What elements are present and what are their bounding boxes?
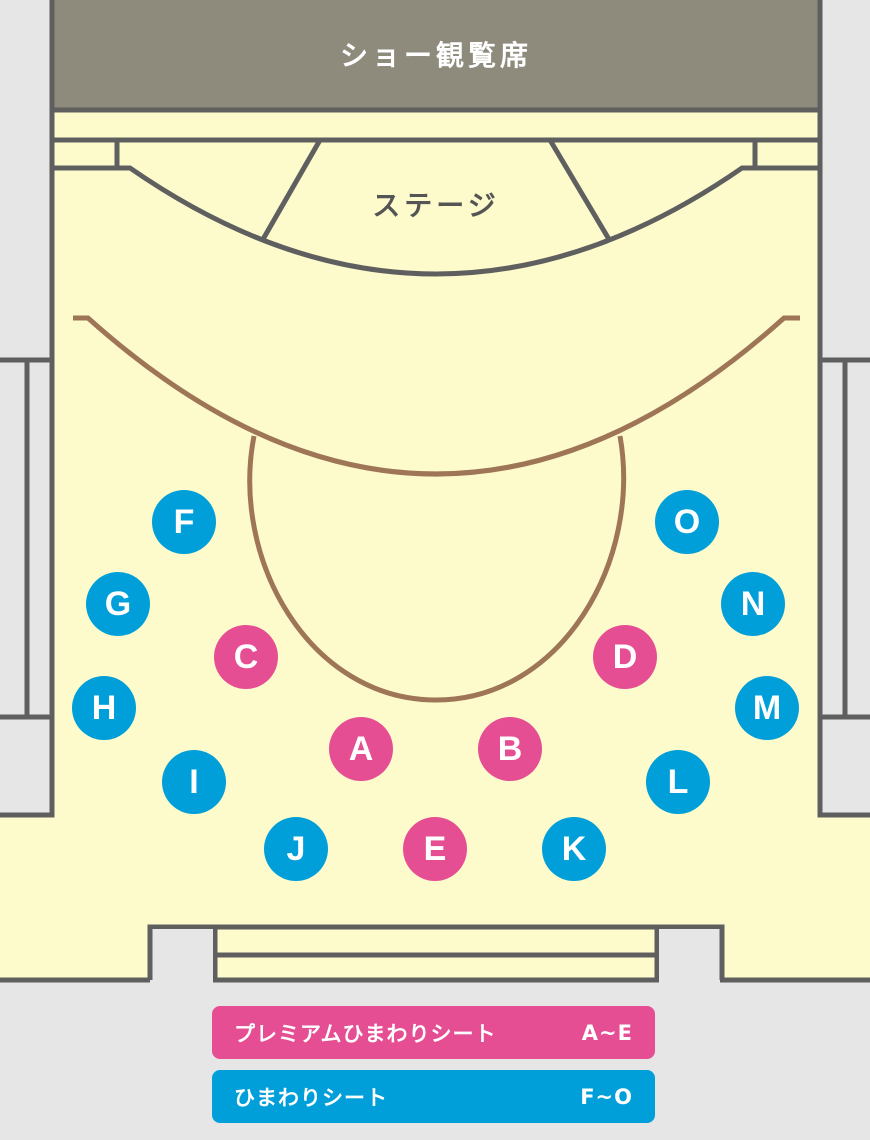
- seat-d[interactable]: D: [593, 625, 657, 689]
- walkway-oval: [247, 435, 627, 703]
- seat-k[interactable]: K: [542, 817, 606, 881]
- floor: [0, 0, 870, 980]
- seat-c[interactable]: C: [214, 625, 278, 689]
- legend-standard-range: F~O: [580, 1084, 633, 1109]
- seat-e[interactable]: E: [403, 817, 467, 881]
- side-door-left: [0, 357, 52, 720]
- seat-h[interactable]: H: [72, 676, 136, 740]
- seat-n[interactable]: N: [721, 572, 785, 636]
- walkway-arc: [73, 315, 800, 477]
- seat-o[interactable]: O: [655, 490, 719, 554]
- stage-edge: [117, 165, 755, 277]
- side-door-right: [820, 357, 870, 720]
- legend-premium: プレミアムひまわりシート A~E: [212, 1006, 655, 1059]
- legend-premium-name: プレミアムひまわりシート: [234, 1021, 497, 1046]
- legend-standard-name: ひまわりシート: [234, 1085, 388, 1110]
- seat-f[interactable]: F: [152, 490, 216, 554]
- seat-m[interactable]: M: [735, 676, 799, 740]
- show-seating-label: ショー観覧席: [339, 39, 532, 72]
- seat-g[interactable]: G: [86, 572, 150, 636]
- legend-premium-range: A~E: [581, 1020, 633, 1045]
- seat-a[interactable]: A: [329, 717, 393, 781]
- seat-j[interactable]: J: [264, 817, 328, 881]
- seat-b[interactable]: B: [478, 717, 542, 781]
- seat-i[interactable]: I: [162, 750, 226, 814]
- legend-standard: ひまわりシート F~O: [212, 1070, 655, 1123]
- seat-l[interactable]: L: [646, 750, 710, 814]
- show-seating-area: [49, 0, 823, 113]
- stage-label: ステージ: [372, 189, 500, 222]
